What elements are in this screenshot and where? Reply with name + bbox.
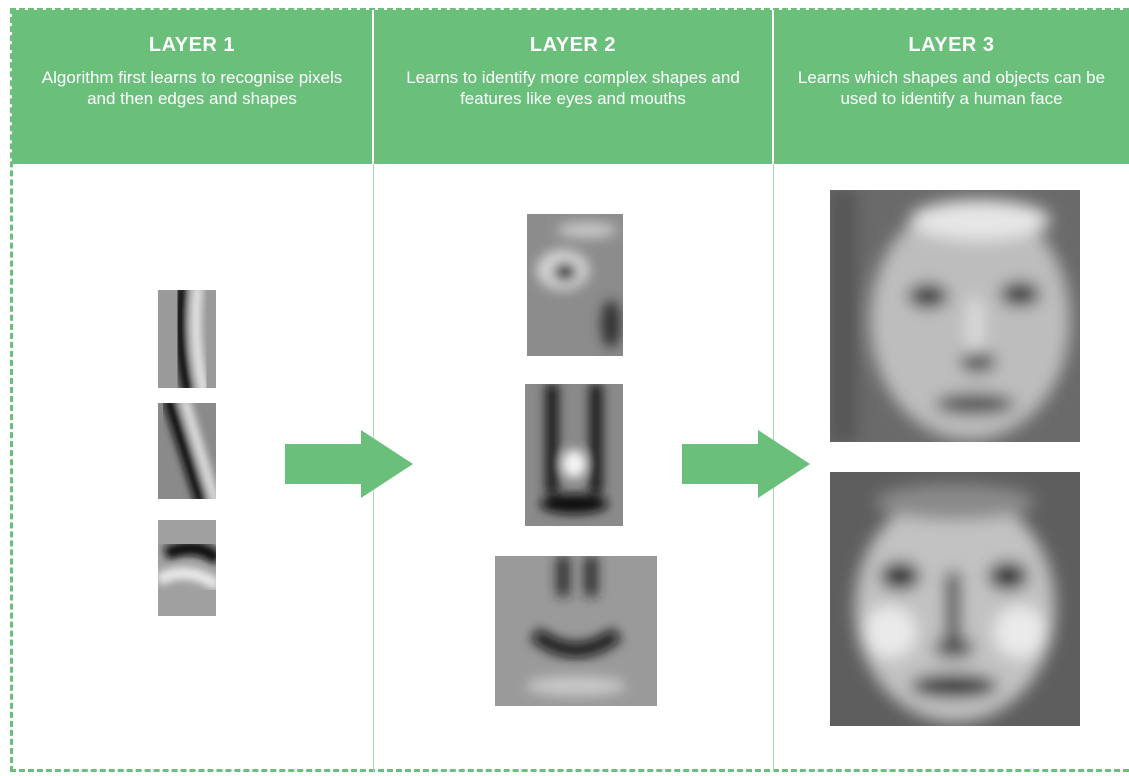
layer-1-header: LAYER 1 Algorithm first learns to recogn… bbox=[12, 10, 372, 164]
edge-feature-image bbox=[158, 403, 216, 499]
header-divider bbox=[772, 10, 774, 164]
eye-feature-image bbox=[527, 214, 623, 356]
layer-3-description: Learns which shapes and objects can be u… bbox=[774, 67, 1129, 109]
right-arrow-icon bbox=[682, 430, 812, 498]
layer-2-title: LAYER 2 bbox=[374, 34, 772, 57]
layer-1-title: LAYER 1 bbox=[12, 34, 372, 57]
layer-3-header: LAYER 3 Learns which shapes and objects … bbox=[774, 10, 1129, 164]
layer-1-description: Algorithm first learns to recognise pixe… bbox=[12, 67, 372, 109]
layer-2-header: LAYER 2 Learns to identify more complex … bbox=[374, 10, 772, 164]
layer-2-description: Learns to identify more complex shapes a… bbox=[374, 67, 772, 109]
edge-feature-image bbox=[158, 290, 216, 388]
nose-feature-image bbox=[525, 384, 623, 526]
face-image bbox=[830, 472, 1080, 726]
edge-feature-image bbox=[158, 520, 216, 616]
right-arrow-icon bbox=[285, 430, 415, 498]
header-divider bbox=[372, 10, 374, 164]
layer-3-title: LAYER 3 bbox=[774, 34, 1129, 57]
mouth-feature-image bbox=[495, 556, 657, 706]
face-image bbox=[830, 190, 1080, 442]
